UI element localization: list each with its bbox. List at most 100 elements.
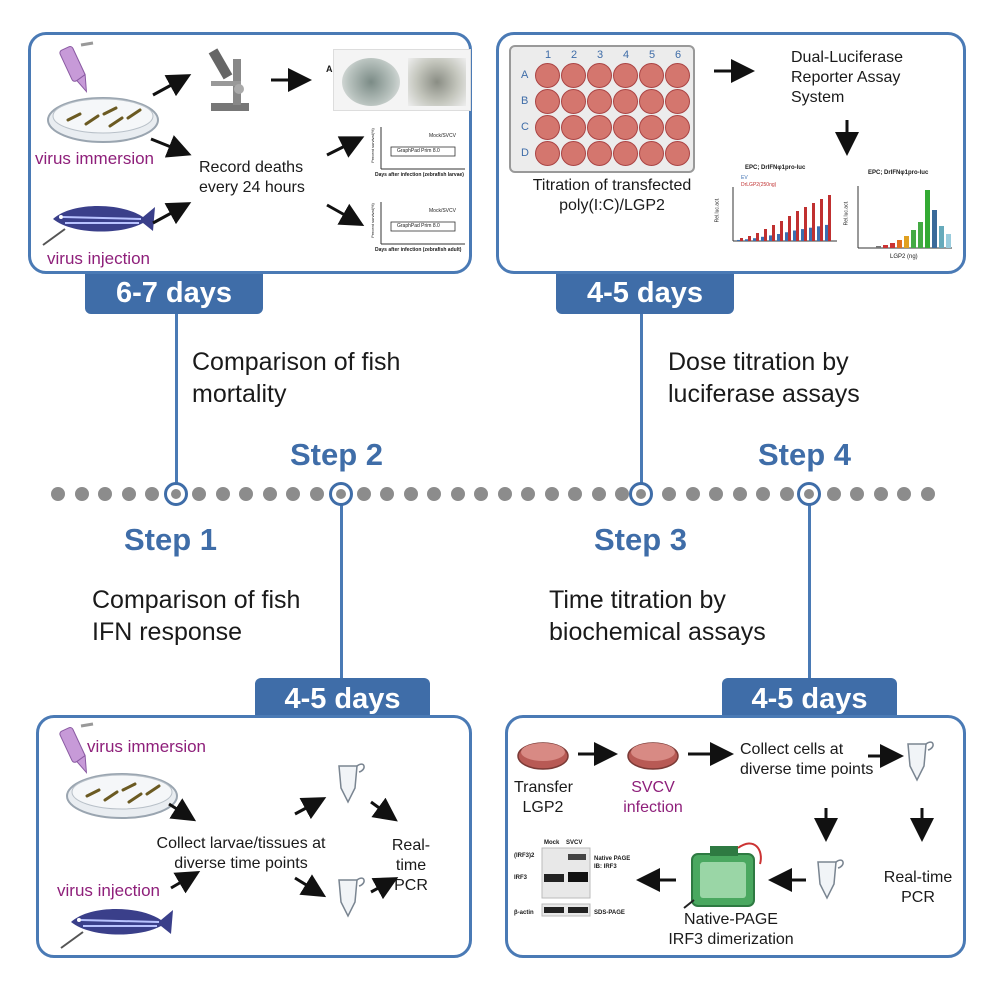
- chart2-bar: [890, 243, 895, 248]
- panel-ifn-response: virus immersion virus injection Collect …: [36, 715, 472, 958]
- tube-icon: [907, 741, 934, 782]
- virus-immersion-label: virus immersion: [87, 737, 207, 756]
- western-blot: Mock SVCV (IRF3)2 IRF3 β-actin Native PA…: [508, 840, 658, 928]
- plate-column-label: 1: [545, 49, 552, 61]
- timeline-dot: [521, 487, 535, 501]
- step-2-label: Step 2: [290, 437, 384, 472]
- micrograph-label: A: [326, 64, 333, 74]
- timeline-dot: [685, 487, 700, 501]
- plate-well: [639, 89, 664, 114]
- plate-row-label: B: [521, 95, 529, 107]
- survival-chart-adult: Percent survival(%) Mock/SVCV GraphPad P…: [369, 200, 469, 256]
- duration-step4: 4-5 days: [556, 272, 734, 314]
- chart1-bar-lgp2: [804, 207, 807, 241]
- chart1-bar-lgp2: [796, 211, 799, 241]
- chart1-bar-ev: [745, 239, 748, 241]
- petri-dish-icon: [47, 97, 159, 143]
- plate-well: [587, 63, 612, 88]
- zebrafish-icon: [60, 909, 173, 949]
- chart2-bar: [946, 234, 951, 248]
- plate-well: [535, 115, 560, 140]
- timeline-dot: [662, 487, 676, 501]
- timeline-dot: [309, 487, 324, 501]
- step-1-label: Step 1: [124, 522, 218, 557]
- chart1-bar-ev: [785, 232, 788, 241]
- chart2-xlabel: LGP2 (ng): [890, 254, 918, 260]
- plate-well: [639, 115, 664, 140]
- plate-row-label: C: [521, 121, 529, 133]
- graphpad-larvae: GraphPad Prim 8.0: [397, 148, 440, 154]
- chart1-bar-ev: [769, 235, 772, 241]
- connector-step1: [340, 505, 343, 685]
- timeline-node-step3: [797, 482, 821, 506]
- plate-well: [561, 141, 586, 166]
- timeline-dot: [74, 487, 89, 501]
- timeline-dot: [427, 487, 441, 501]
- plate-well: [535, 89, 560, 114]
- chart1-bar-lgp2: [764, 229, 767, 241]
- timeline-dot: [920, 487, 935, 501]
- tube-icon: [338, 877, 365, 918]
- culture-dish-icon: [627, 742, 679, 770]
- survival-larvae-legend: Mock/SVCV: [429, 133, 456, 139]
- tube-icon: [338, 763, 365, 804]
- timeline-dot: [591, 487, 606, 501]
- plate-well: [613, 89, 638, 114]
- timeline-dot: [615, 487, 629, 501]
- connector-step2: [175, 305, 178, 483]
- chart1-bar-lgp2: [812, 203, 815, 241]
- timeline-dot: [544, 487, 559, 501]
- chart1-bar-lgp2: [772, 225, 775, 241]
- connector-step3: [808, 505, 811, 685]
- chart1-bar-lgp2: [756, 233, 759, 241]
- chart1-bar-ev: [761, 236, 764, 241]
- timeline-dot: [98, 487, 112, 501]
- larvae-micrograph: A: [326, 49, 471, 111]
- chart2-bar: [883, 245, 888, 248]
- chart1-legend-lgp2: DrLGP2(250ng): [741, 182, 777, 188]
- plate-well: [587, 141, 612, 166]
- blot-label-native: Native PAGE: [594, 856, 631, 862]
- chart1-bar-ev: [777, 234, 780, 241]
- chart2-bar: [925, 190, 930, 248]
- blot-lane-svcv: SVCV: [566, 840, 583, 846]
- plate-column-label: 4: [623, 49, 630, 61]
- chart2-title: EPC; DrIFNφ1pro-luc: [868, 170, 929, 176]
- survival-adult-legend: Mock/SVCV: [429, 208, 456, 214]
- connector-step4: [640, 305, 643, 483]
- plate-well: [665, 63, 690, 88]
- duration-step3: 4-5 days: [722, 678, 897, 720]
- survival-chart-larvae: Percent survival(%) Mock/SVCV GraphPad P…: [369, 125, 469, 181]
- blot-label-sds: SDS-PAGE: [594, 910, 625, 916]
- timeline-dot: [568, 487, 582, 501]
- blot-row-actin: β-actin: [514, 910, 534, 916]
- timeline-dot: [474, 487, 488, 501]
- plate-well: [561, 89, 586, 114]
- timeline-dot: [286, 487, 300, 501]
- timeline-dot: [497, 487, 512, 501]
- chart1-bar-ev: [737, 239, 740, 241]
- survival-adult-xlabel: Days after infection (zebrafish adult): [375, 247, 462, 253]
- tube-icon: [817, 859, 844, 900]
- timeline-dot: [826, 487, 841, 501]
- blot-row-irf3: IRF3: [514, 875, 528, 881]
- chart1-bar-ev: [801, 229, 804, 241]
- timeline-dot: [732, 487, 747, 501]
- pipette-icon: [59, 722, 94, 775]
- panel-step4-arrows: [714, 59, 859, 156]
- chart2-bar: [862, 247, 867, 248]
- plate-well: [639, 141, 664, 166]
- plate-well: [639, 63, 664, 88]
- timeline-dot: [121, 487, 136, 501]
- plate-row-label: D: [521, 147, 529, 159]
- duration-step1: 4-5 days: [255, 678, 430, 720]
- chart2-bar: [911, 230, 916, 248]
